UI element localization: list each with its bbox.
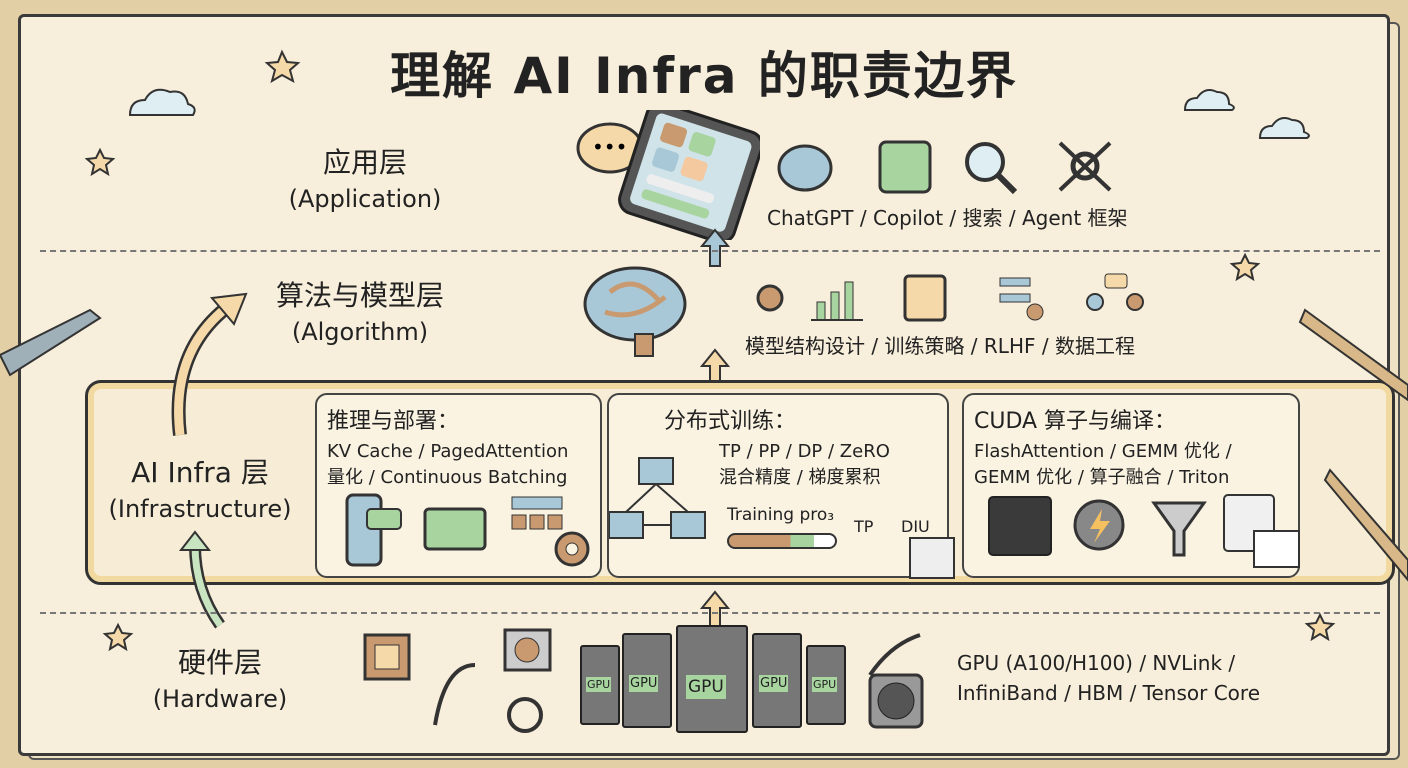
server-icon: GPU bbox=[622, 633, 672, 728]
funnel-icon bbox=[1151, 501, 1207, 557]
clipboard-icon bbox=[903, 274, 947, 322]
cuda-kernel-box: CUDA 算子与编译： FlashAttention / GEMM 优化 / G… bbox=[962, 393, 1300, 578]
tablet-icon: ••• bbox=[576, 110, 760, 240]
arrow-up-icon bbox=[700, 228, 730, 267]
code-window-icon bbox=[1253, 530, 1300, 568]
robot-coder-icon bbox=[878, 140, 932, 194]
gpu-server-rack: GPU GPU GPU GPU GPU bbox=[580, 625, 850, 735]
cable-coil-icon bbox=[507, 697, 543, 733]
box-line: GEMM 优化 / 算子融合 / Triton bbox=[974, 467, 1230, 488]
neuron-icon bbox=[756, 284, 784, 312]
application-desc: ChatGPT / Copilot / 搜索 / Agent 框架 bbox=[767, 206, 1128, 230]
chip-icon bbox=[423, 507, 487, 551]
training-progress-label: Training pro₃ bbox=[727, 505, 835, 525]
star-icon bbox=[1304, 612, 1336, 642]
star-icon bbox=[1229, 252, 1261, 282]
cloud-icon bbox=[128, 88, 196, 116]
box-line: TP / PP / DP / ZeRO bbox=[719, 441, 890, 462]
algorithm-icons bbox=[756, 273, 1144, 322]
inference-icons bbox=[345, 493, 590, 567]
page-title: 理解 AI Infra 的职责边界 bbox=[390, 47, 1018, 105]
box-line: 混合精度 / 梯度累积 bbox=[719, 467, 881, 488]
star-icon bbox=[84, 147, 116, 177]
fan-cable-icons bbox=[868, 633, 924, 729]
server-icon: GPU bbox=[580, 645, 620, 725]
cuda-icons bbox=[988, 494, 1300, 568]
hardware-desc: GPU (A100/H100) / NVLink / InfiniBand / … bbox=[957, 648, 1260, 708]
server-icon: GPU bbox=[806, 645, 846, 725]
dp-label: DIU bbox=[901, 517, 930, 536]
application-layer-label: 应用层 (Application) bbox=[288, 146, 442, 213]
hardware-layer-label: 硬件层 (Hardware) bbox=[152, 646, 288, 713]
application-icons bbox=[777, 140, 1112, 195]
cloud-icon bbox=[1183, 89, 1235, 111]
svg-text:•••: ••• bbox=[592, 135, 627, 159]
tools-gear-icon bbox=[1070, 151, 1100, 181]
divider bbox=[40, 612, 1380, 614]
curved-arrow-up-icon bbox=[178, 530, 225, 629]
box-line: KV Cache / PagedAttention bbox=[327, 441, 569, 462]
box-title: 推理与部署： bbox=[327, 409, 460, 434]
box-line: 量化 / Continuous Batching bbox=[327, 467, 568, 488]
server-icon: GPU bbox=[752, 633, 802, 728]
star-icon bbox=[102, 622, 134, 652]
code-window-icon bbox=[909, 537, 955, 579]
magnifier-icon bbox=[965, 142, 1005, 182]
chatbot-face-icon bbox=[777, 144, 833, 192]
pencil-icon bbox=[0, 308, 102, 377]
cloud-icon bbox=[1258, 117, 1310, 139]
infra-layer-label: AI Infra 层 (Infrastructure) bbox=[108, 456, 292, 523]
brain-icon bbox=[583, 266, 687, 357]
hardware-desc-line: GPU (A100/H100) / NVLink / bbox=[957, 651, 1236, 675]
box-title: 分布式训练： bbox=[664, 409, 797, 434]
tp-label: TP bbox=[854, 517, 874, 536]
distributed-training-box: 分布式训练： TP / PP / DP / ZeRO 混合精度 / 梯度累积 T… bbox=[607, 393, 955, 579]
hardware-peripherals-icons bbox=[363, 628, 552, 733]
pencil-icon bbox=[1298, 308, 1408, 402]
star-icon bbox=[264, 49, 301, 84]
divider bbox=[40, 250, 1380, 252]
pencil-icon bbox=[1323, 468, 1408, 582]
usb-cable-icon bbox=[433, 663, 476, 726]
curved-arrow-up-icon bbox=[171, 292, 248, 436]
algorithm-desc: 模型结构设计 / 训练策略 / RLHF / 数据工程 bbox=[745, 334, 1135, 358]
rlhf-flow-icon bbox=[999, 277, 1044, 321]
algorithm-layer-label: 算法与模型层 (Algorithm) bbox=[275, 279, 444, 346]
cable-icon bbox=[868, 633, 921, 677]
box-line: FlashAttention / GEMM 优化 / bbox=[974, 441, 1232, 462]
hardware-desc-line: InfiniBand / HBM / Tensor Core bbox=[957, 681, 1260, 705]
server-icon: GPU bbox=[676, 625, 748, 733]
box-title: CUDA 算子与编译： bbox=[974, 409, 1177, 434]
training-progress-bar bbox=[727, 533, 837, 549]
data-people-icon bbox=[1086, 273, 1144, 311]
bar-chart-icon bbox=[811, 281, 863, 321]
network-computers-icon bbox=[609, 457, 706, 539]
kv-cache-gear-icon bbox=[511, 496, 590, 567]
terminal-icon bbox=[988, 496, 1052, 556]
inference-deployment-box: 推理与部署： KV Cache / PagedAttention 量化 / Co… bbox=[315, 393, 602, 578]
